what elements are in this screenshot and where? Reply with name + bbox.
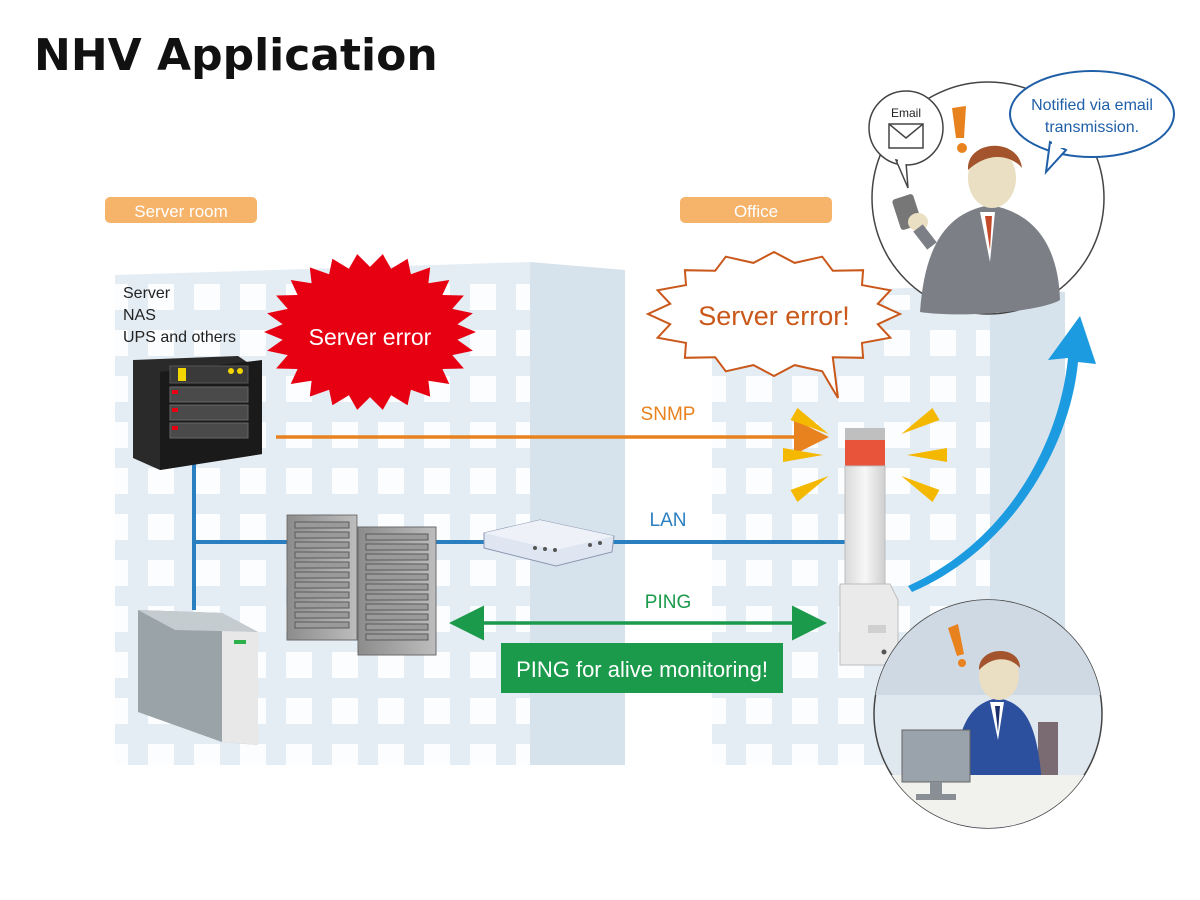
svg-text:Server room: Server room: [134, 202, 228, 221]
svg-text:Notified via email: Notified via email: [1031, 97, 1153, 114]
svg-text:Email: Email: [891, 106, 921, 120]
rack-slot: [365, 603, 429, 611]
alarm-ray: [907, 448, 947, 462]
svg-text:NAS: NAS: [123, 307, 156, 324]
alarm-ray: [901, 407, 940, 434]
rack-slot: [294, 621, 350, 629]
ping-label: PING: [645, 592, 691, 613]
rack-slot: [294, 561, 350, 569]
alarm-ray: [901, 476, 940, 503]
rack-slot: [294, 521, 350, 529]
notification-arrow: [908, 316, 1096, 592]
alarm-ray: [783, 448, 823, 462]
rack-slot: [365, 543, 429, 551]
rack-slot: [294, 581, 350, 589]
signal-tower: [783, 407, 947, 666]
email-bubble: Email: [868, 90, 944, 189]
rack-slot: [294, 551, 350, 559]
rack-slot: [294, 611, 350, 619]
office-worker-circle: [873, 599, 1103, 829]
rack-slot: [365, 563, 429, 571]
svg-text:Office: Office: [734, 202, 778, 221]
rack-slot: [365, 613, 429, 621]
alarm-ray: [790, 407, 829, 434]
rack-slot: [365, 623, 429, 631]
rack-slot: [365, 553, 429, 561]
svg-text:UPS and others: UPS and others: [123, 329, 236, 346]
server-error-burst: Server error: [264, 254, 476, 410]
storage-racks: [286, 514, 437, 656]
devices-label: Server NAS UPS and others: [123, 285, 236, 346]
snmp-label: SNMP: [641, 404, 696, 425]
ups-unit: [138, 610, 258, 745]
rack-slot: [365, 583, 429, 591]
network-switch: [483, 519, 615, 567]
svg-text:Server error: Server error: [309, 324, 432, 350]
envelope-icon: [888, 123, 924, 149]
rack-slot: [294, 591, 350, 599]
svg-text:Server error!: Server error!: [698, 301, 850, 331]
svg-text:PING for alive monitoring!: PING for alive monitoring!: [516, 657, 768, 682]
rack-slot: [294, 601, 350, 609]
rack-slot: [365, 533, 429, 541]
lan-label: LAN: [650, 510, 687, 531]
server-rack: [133, 356, 262, 470]
notified-bubble: Notified via email transmission.: [1009, 70, 1175, 176]
svg-text:Server: Server: [123, 285, 171, 302]
rack-slot: [365, 573, 429, 581]
alarm-ray: [790, 476, 829, 503]
rack-slot: [294, 541, 350, 549]
zone-label-office: Office: [680, 197, 832, 223]
svg-text:transmission.: transmission.: [1045, 119, 1139, 136]
rack-slot: [294, 531, 350, 539]
page-title: NHV Application: [34, 30, 438, 81]
rack-slot: [294, 571, 350, 579]
ping-banner: PING for alive monitoring!: [501, 643, 783, 693]
rack-slot: [365, 593, 429, 601]
rack-slot: [365, 633, 429, 641]
server-error-callout: Server error!: [645, 250, 903, 399]
zone-label-server-room: Server room: [105, 197, 257, 223]
